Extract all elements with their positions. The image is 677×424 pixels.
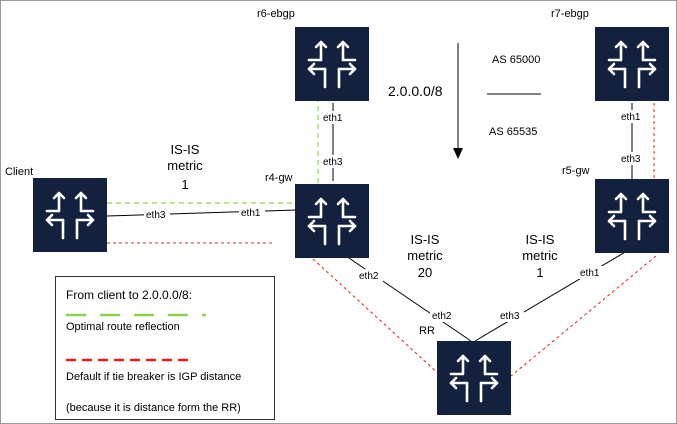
router-r7-icon[interactable] — [593, 25, 671, 103]
r7-label: r7-ebgp — [551, 8, 589, 20]
r4-label: r4-gw — [265, 172, 293, 184]
client-label: Client — [5, 166, 33, 178]
metric-r5-rr-value: 1 — [536, 265, 543, 280]
link-client-r4 — [106, 209, 297, 217]
metric-r4-rr-line1: IS-IS — [411, 232, 440, 247]
as-arrow-head — [453, 148, 463, 159]
router-r5-icon[interactable] — [593, 177, 671, 255]
metric-r5-rr-line2: metric — [522, 248, 558, 263]
r6-eth1-label: eth1 — [323, 113, 343, 124]
router-client-icon[interactable] — [31, 176, 109, 254]
r5-eth3-label: eth3 — [621, 154, 641, 165]
r4-eth1-label: eth1 — [241, 208, 261, 219]
legend-box: From client to 2.0.0.0/8: Optimal route … — [55, 276, 275, 420]
metric-client-r4-value: 1 — [181, 177, 188, 192]
r5-eth1-label: eth1 — [580, 268, 600, 279]
r5-label: r5-gw — [562, 165, 590, 177]
router-r6-icon[interactable] — [293, 25, 371, 103]
metric-client-r4-line1: IS-IS — [171, 142, 200, 157]
rr-label: RR — [419, 325, 435, 337]
r4-eth3-label: eth3 — [323, 157, 343, 168]
as-upper-label: AS 65000 — [492, 54, 540, 66]
r6-label: r6-ebgp — [257, 8, 295, 20]
link-r4-rr — [345, 255, 472, 342]
legend-title: From client to 2.0.0.0/8: — [66, 288, 193, 302]
legend-optimal-text: Optimal route reflection — [66, 321, 180, 333]
legend-note-text: (because it is distance form the RR) — [66, 402, 241, 414]
as-lower-label: AS 65535 — [489, 126, 537, 138]
metric-r4-rr-line2: metric — [407, 248, 443, 263]
metric-client-r4-line2: metric — [167, 158, 203, 173]
metric-r4-rr-value: 20 — [418, 265, 432, 280]
legend-default-text: Default if tie breaker is IGP distance — [66, 371, 242, 383]
default-path-r5-rr — [510, 255, 657, 377]
rr-eth2-label: eth2 — [432, 311, 452, 322]
r7-eth1-label: eth1 — [621, 112, 641, 123]
router-rr-icon[interactable] — [435, 339, 513, 417]
default-path-r4-rr — [312, 258, 442, 377]
r4-eth2-label: eth2 — [359, 271, 379, 282]
metric-r5-rr-line1: IS-IS — [526, 232, 555, 247]
router-r4-icon[interactable] — [293, 182, 371, 260]
prefix-label: 2.0.0.0/8 — [388, 83, 443, 99]
rr-eth3-label: eth3 — [500, 311, 520, 322]
client-eth3-label: eth3 — [146, 210, 166, 221]
legend-swatches — [66, 313, 206, 362]
link-r5-rr — [474, 250, 628, 342]
